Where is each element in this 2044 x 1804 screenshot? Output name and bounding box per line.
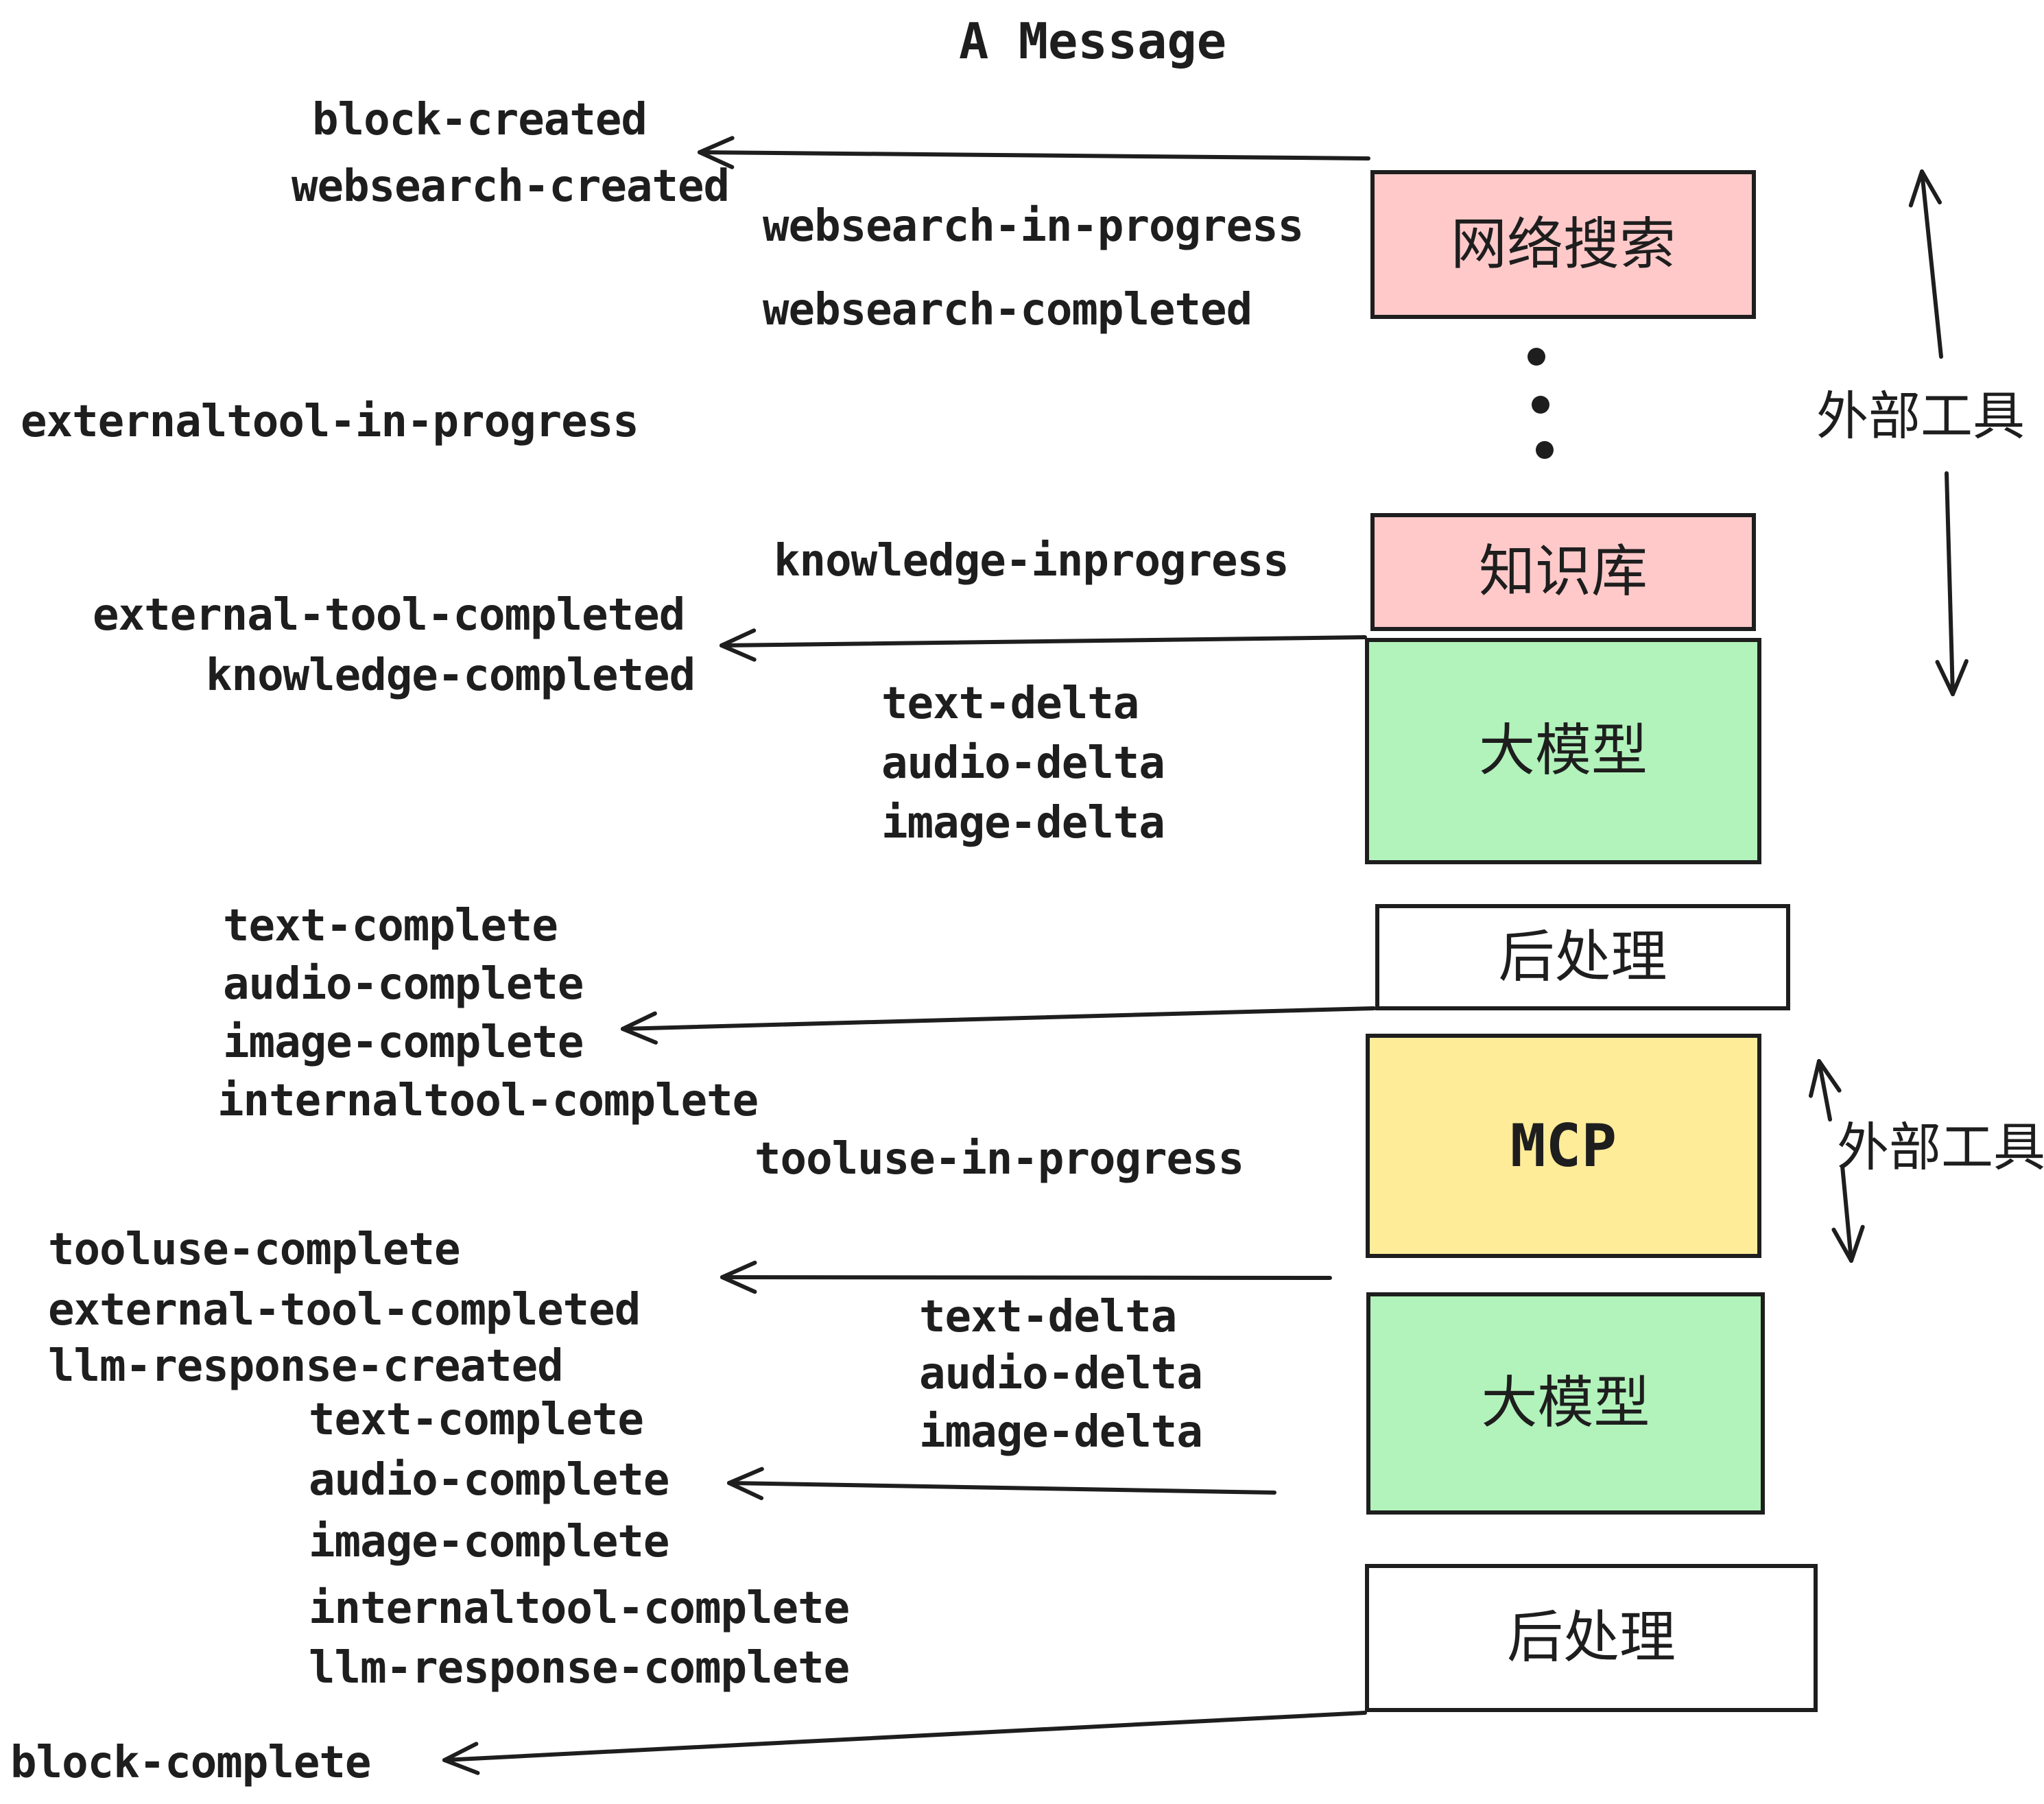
event-internaltool-complete: internaltool-complete bbox=[217, 1076, 759, 1126]
arrow-external-tool-down-1 bbox=[1935, 471, 1969, 696]
event-knowledge-inprogress: knowledge-inprogress bbox=[774, 536, 1290, 586]
event-websearch-created: websearch-created bbox=[292, 161, 730, 212]
event-websearch-completed: websearch-completed bbox=[763, 285, 1252, 335]
box-postprocess-2-label: 后处理 bbox=[1506, 1605, 1676, 1670]
side-label-external-tools-1: 外部工具 bbox=[1816, 385, 2025, 447]
event-audio-delta-2: audio-delta bbox=[919, 1349, 1203, 1399]
box-postprocess-1: 后处理 bbox=[1375, 904, 1790, 1010]
ellipsis-dot bbox=[1536, 441, 1554, 459]
event-tooluse-complete: tooluse-complete bbox=[48, 1224, 460, 1275]
arrow-external-tool-down-2 bbox=[1831, 1164, 1865, 1263]
arrow-llm-to-audio-complete bbox=[727, 1467, 1276, 1501]
box-websearch-label: 网络搜索 bbox=[1450, 211, 1676, 277]
box-mcp: MCP bbox=[1366, 1034, 1761, 1258]
event-websearch-in-progress: websearch-in-progress bbox=[763, 201, 1304, 252]
ellipsis-dot bbox=[1532, 396, 1549, 414]
ellipsis-dot bbox=[1528, 348, 1545, 366]
side-label-external-tools-2: 外部工具 bbox=[1837, 1117, 2044, 1178]
arrow-postprocess-to-image-complete bbox=[621, 1006, 1376, 1045]
event-external-tool-completed: external-tool-completed bbox=[93, 590, 685, 641]
event-image-delta: image-delta bbox=[881, 798, 1165, 848]
box-llm-1-label: 大模型 bbox=[1478, 718, 1648, 783]
box-postprocess-1-label: 后处理 bbox=[1498, 924, 1667, 990]
event-external-tool-completed-2: external-tool-completed bbox=[48, 1285, 641, 1336]
event-externaltool-in-progress: externaltool-in-progress bbox=[21, 396, 639, 447]
arrow-external-tool-up-2 bbox=[1808, 1059, 1842, 1121]
event-text-complete-2: text-complete bbox=[309, 1394, 644, 1445]
event-text-complete: text-complete bbox=[223, 901, 558, 951]
arrow-postprocess-to-block-complete bbox=[442, 1711, 1367, 1775]
event-text-delta: text-delta bbox=[881, 678, 1139, 729]
box-knowledge-label: 知识库 bbox=[1478, 539, 1648, 604]
event-image-delta-2: image-delta bbox=[919, 1407, 1203, 1458]
event-tooluse-in-progress: tooluse-in-progress bbox=[754, 1134, 1244, 1185]
event-audio-complete: audio-complete bbox=[223, 959, 584, 1010]
event-audio-complete-2: audio-complete bbox=[309, 1455, 669, 1506]
box-websearch: 网络搜索 bbox=[1370, 170, 1756, 319]
event-audio-delta: audio-delta bbox=[881, 738, 1165, 789]
event-knowledge-completed: knowledge-completed bbox=[206, 650, 696, 701]
arrow-mcp-to-tooluse-complete bbox=[720, 1260, 1332, 1294]
event-llm-response-created: llm-response-created bbox=[48, 1341, 564, 1392]
event-text-delta-2: text-delta bbox=[919, 1292, 1177, 1342]
arrow-llm-to-knowledge-completed bbox=[720, 628, 1367, 662]
box-knowledge: 知识库 bbox=[1370, 513, 1756, 631]
event-block-complete: block-complete bbox=[10, 1737, 371, 1788]
box-llm-2-label: 大模型 bbox=[1481, 1370, 1650, 1436]
event-internaltool-complete-2: internaltool-complete bbox=[309, 1583, 850, 1634]
arrow-websearch-to-block-created bbox=[698, 136, 1370, 169]
event-llm-response-complete: llm-response-complete bbox=[309, 1643, 850, 1694]
box-mcp-label: MCP bbox=[1510, 1111, 1617, 1180]
box-llm-1: 大模型 bbox=[1365, 638, 1761, 864]
event-image-complete-2: image-complete bbox=[309, 1517, 669, 1567]
box-postprocess-2: 后处理 bbox=[1365, 1564, 1818, 1712]
diagram-title: A Message bbox=[959, 12, 1227, 70]
event-image-complete: image-complete bbox=[223, 1017, 584, 1068]
event-block-created: block-created bbox=[312, 95, 647, 145]
arrow-external-tool-up-1 bbox=[1908, 169, 1943, 359]
box-llm-2: 大模型 bbox=[1366, 1292, 1765, 1515]
